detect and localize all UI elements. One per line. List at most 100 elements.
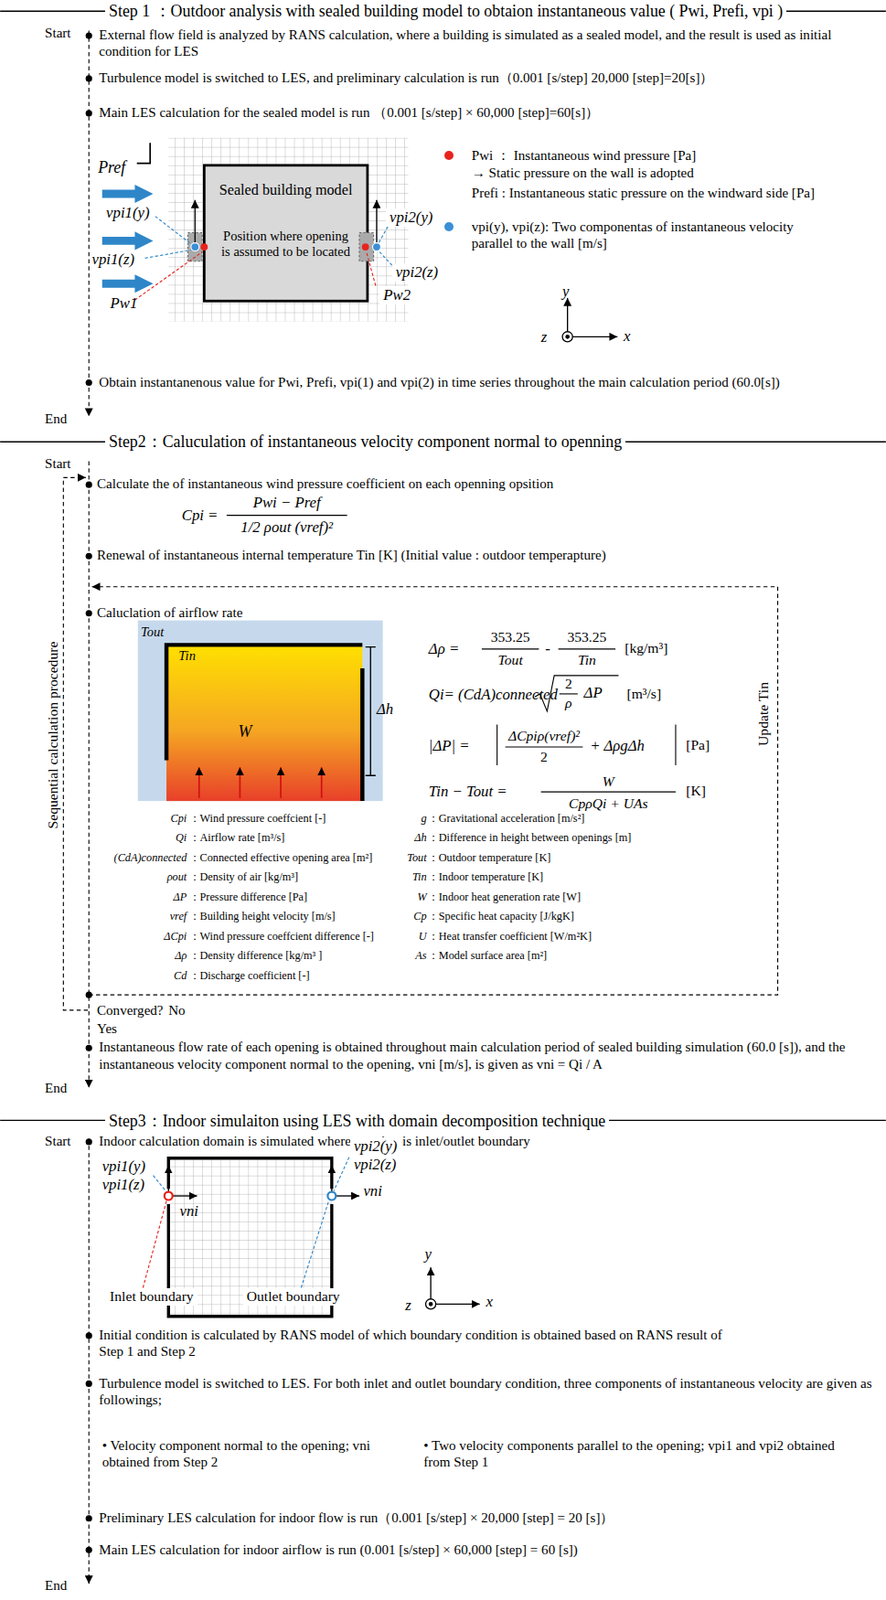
drawing-line <box>330 1165 332 1193</box>
legend-dot <box>444 150 454 161</box>
label-text: End <box>44 1577 67 1594</box>
label-text: ：Airflow rate [m³/s] <box>189 831 286 845</box>
label-text: ρ <box>557 694 581 713</box>
drawing-line <box>375 200 377 244</box>
label-text: End <box>44 1079 67 1097</box>
node-text: Position where opening is assumed to be … <box>218 228 353 261</box>
label-text: U <box>375 929 427 944</box>
label-text: ΔP <box>584 683 603 703</box>
node-text: Sealed building model <box>203 181 368 200</box>
label-text: Pw2 <box>379 286 415 305</box>
drawing-circle <box>85 992 93 999</box>
label-text: Δρ <box>89 949 187 963</box>
label-text: 353.25 <box>480 629 542 647</box>
drawing-circle <box>85 74 93 82</box>
drawing-line <box>378 226 388 244</box>
drawing-line <box>168 1165 170 1193</box>
drawing-circle <box>85 553 93 560</box>
drawing-circle <box>327 1192 336 1201</box>
label-text: Main LES calculation for indoor airflow … <box>98 1541 578 1559</box>
label-text: Δh <box>376 700 394 719</box>
label-text: Calculate the of instantaneous wind pres… <box>96 475 554 492</box>
label-text: Cpi <box>89 811 187 826</box>
label-text: Indoor calculation domain is simulated w… <box>98 1132 530 1150</box>
label-text: Δρ = <box>428 640 460 659</box>
drawing-g <box>142 1157 349 1289</box>
label-text: vpi2(z) <box>392 263 443 282</box>
drawing-circle <box>362 243 370 251</box>
drawing-circle <box>372 243 381 252</box>
drawing-circle <box>85 1547 93 1554</box>
drawing-line <box>496 724 498 766</box>
label-text: ：Density of air [kg/m³] <box>189 870 299 885</box>
label-text: Preliminary LES calculation for indoor f… <box>98 1509 614 1527</box>
label-text: Tout <box>480 651 542 670</box>
label-text: Tin − Tout = <box>428 782 508 801</box>
label-text: Tin <box>555 651 618 670</box>
label-text: x <box>485 1292 492 1312</box>
label-text: vni <box>362 1182 382 1201</box>
label-text: As <box>375 949 427 963</box>
drawing-circle <box>85 1380 93 1388</box>
label-text: ：Indoor temperature [K] <box>427 870 544 885</box>
label-text: x <box>623 327 630 346</box>
drawing-circle <box>85 109 93 117</box>
label-text: Tout <box>375 851 427 865</box>
label-text: Turbulence model is switched to LES. For… <box>98 1375 880 1409</box>
drawing-rect <box>166 644 363 801</box>
drawing-line <box>320 767 323 798</box>
drawing-line <box>481 648 540 650</box>
label-text: ：Pressure difference [Pa] <box>189 890 309 905</box>
label-text: - <box>544 640 551 659</box>
drawing-circle <box>426 1299 437 1310</box>
drawing-line <box>572 336 618 338</box>
label-text: 2 <box>502 748 585 767</box>
label-text: Main LES calculation for the sealed mode… <box>98 104 880 121</box>
vertical-label: Update Tin <box>755 682 773 747</box>
node-text: Tin <box>178 648 196 664</box>
label-text: 353.25 <box>555 629 618 647</box>
node-text: Tout <box>140 624 164 641</box>
drawing-g <box>199 767 322 798</box>
label-text: Instantaneous flow rate of each opening … <box>98 1038 880 1072</box>
drawing-line <box>155 216 192 245</box>
drawing-circle <box>85 1332 93 1339</box>
drawing-line <box>366 252 376 287</box>
label-text: Renewal of instantaneous internal temper… <box>96 546 607 564</box>
label-text: ：Connected effective opening area [m²] <box>189 851 374 865</box>
drawing-line <box>88 30 90 417</box>
drawing-line <box>436 1303 481 1305</box>
label-text: vpi2(y) <box>385 208 437 227</box>
drawing-line <box>194 200 196 244</box>
label-text: ：Difference in height between openings [… <box>427 831 632 845</box>
label-text: ：Model surface area [m²] <box>427 949 547 963</box>
drawing-line <box>559 693 578 694</box>
label-text: vpi1(y) <box>106 203 150 223</box>
label-text: [kg/m³] <box>624 640 668 658</box>
drawing-line <box>142 1201 167 1289</box>
label-text: Yes <box>96 1020 118 1037</box>
drawing-line <box>134 252 203 300</box>
label-text: ：Wind pressure coeffcient difference [-] <box>189 929 374 944</box>
label-text: CpρQi + UAs <box>538 795 678 813</box>
bullets <box>85 32 93 1553</box>
label-text: ：Specific heat capacity [J/kgK] <box>427 909 575 924</box>
vertical-label: Sequential calculation procedure <box>44 640 63 829</box>
drawing-circle <box>85 609 93 617</box>
label-text: z <box>405 1296 412 1315</box>
drawing-circle <box>191 243 200 252</box>
drawing-path <box>88 587 778 995</box>
label-text: y <box>562 282 569 301</box>
label-text: Cd <box>89 969 187 983</box>
drawing-line <box>239 767 242 798</box>
label-text: ：Building height velocity [m/s] <box>189 909 336 924</box>
label-text: |ΔP| = <box>428 736 470 756</box>
sealed-building-figure <box>102 138 409 322</box>
drawing-line <box>429 1267 431 1300</box>
drawing-line <box>300 1201 329 1289</box>
label-text: Pref <box>97 158 126 178</box>
drawing-circle <box>85 1138 93 1145</box>
label-text: (CdA)connected <box>89 851 187 865</box>
label-text: Initial condition is calculated by RANS … <box>98 1326 732 1360</box>
timelines <box>63 30 778 1584</box>
